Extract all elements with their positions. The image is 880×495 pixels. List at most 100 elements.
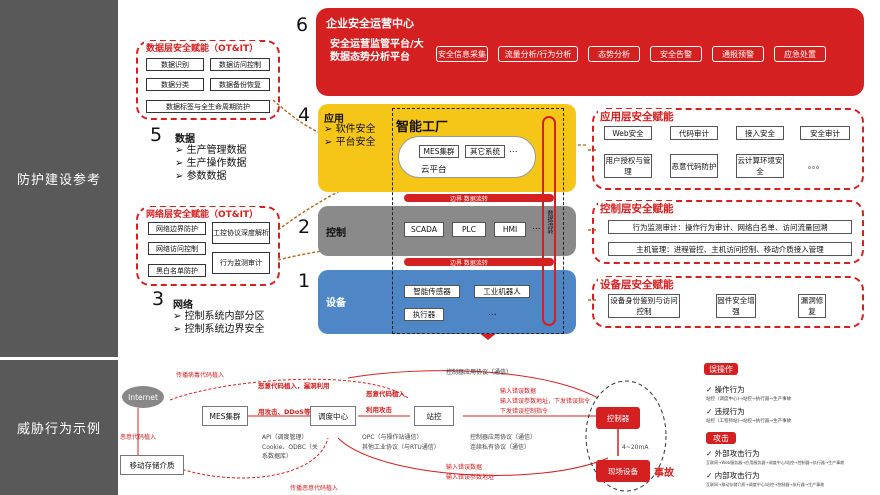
accident-label: 事故 (654, 468, 674, 479)
cloud-platform: MES集群 其它系统 ... 云平台 (398, 136, 536, 178)
legend-attack: 攻击 (706, 432, 736, 444)
app-sec-item: 恶意代码防护 (670, 154, 718, 178)
network-security-panel: 网络层安全赋能（OT&IT） 网络边界防护 工控协议深度解析 网络访问控制 行为… (136, 206, 280, 286)
station-label: 站控 (426, 411, 442, 421)
data-sec-item: 数据标签与全生命周期防护 (146, 100, 270, 113)
threat-note: 4~20mA (622, 444, 649, 451)
factory-title: 智能工厂 (396, 120, 449, 135)
cloud-item: MES集群 (419, 145, 459, 158)
ctrl-item: PLC (452, 222, 486, 237)
controller-label: 控制器 (606, 413, 630, 423)
ops-item: 安全告警 (650, 46, 702, 62)
data-bullet: ➢ 生产操作数据 (175, 158, 247, 169)
ops-item: 通报预警 (712, 46, 764, 62)
app-layer: 应用 ➢ 软件安全 ➢ 平台安全 智能工厂 MES集群 其它系统 ... 云平台 (318, 104, 576, 192)
cloud-ellipsis: ... (509, 145, 518, 155)
threat-label: 传播恶意代码植入 (290, 485, 339, 492)
dev-number: 1 (298, 270, 311, 292)
dev-item: 智能传感器 (404, 285, 460, 298)
sidebar-threat-label: 威胁行为示例 (16, 422, 101, 437)
ops-item: 态势分析 (588, 46, 640, 62)
mes-label: MES集群 (209, 411, 241, 421)
legend-op-desc: 站控（调度中心)→站控→执行器→生产事故 (706, 397, 792, 402)
dev-sec-item: 漏洞修复 (798, 294, 826, 318)
net-sec-item: 行为监测审计 (212, 252, 270, 274)
legend-ext-desc: 互联网→Web服务器→应用服务器→调度中心/站控→控制器→执行器→生产事故 (706, 460, 845, 465)
dev-sec-item: 固件安全增强 (716, 294, 756, 318)
threat-note: 其他工业协议（与RTU通信） (362, 444, 440, 451)
sidebar-threat: 威胁行为示例 (0, 360, 118, 495)
threat-flow-lines (137, 370, 667, 492)
ctrl-security-panel: 控制层安全赋能 行为监测审计：操作行为审计、网络白名单、访问流量回溯 主机管理：… (592, 200, 864, 264)
ctrl-sec-line: 行为监测审计：操作行为审计、网络白名单、访问流量回溯 (608, 220, 852, 234)
data-label: 数据 (175, 134, 195, 145)
threat-note: Cookie、ODBC（关系数据库） (262, 444, 318, 460)
ctrl-number: 2 (298, 216, 311, 238)
app-sec-ellipsis: 。。。 (808, 161, 824, 170)
legend-op-label: 操作行为 (714, 385, 745, 394)
ctrl-layer: 控制 SCADA PLC HMI ... (318, 206, 576, 256)
net-sec-item: 黑白名单防护 (148, 264, 206, 277)
threat-label: 输入错误参数地址，下发错误指令 (500, 398, 591, 405)
media-label: 移动存储介质 (129, 460, 175, 470)
legend-viol-label: 违规行为 (714, 407, 745, 416)
threat-note: 连续私有协议（通信） (470, 444, 531, 451)
mes-node: MES集群 (202, 406, 248, 426)
data-sec-item: 数据分类 (146, 78, 204, 91)
network-security-title: 网络层安全赋能（OT&IT） (144, 207, 261, 220)
internet-label: Internet (128, 392, 158, 402)
data-sec-item: 数据识别 (146, 58, 204, 71)
legend-int-label: 内部攻击行为 (714, 471, 760, 480)
ops-item: 安全信息采集 (436, 46, 488, 62)
threat-label: 控制器应用协议（通信） (446, 369, 513, 376)
dev-item: 执行器 (404, 308, 444, 321)
dev-security-panel: 设备层安全赋能 设备身份鉴别与访问控制 固件安全增强 漏洞修复 (592, 276, 864, 328)
sidebar-protection: 防护建设参考 (0, 0, 118, 357)
threat-label: 传播病毒代码植入 (176, 372, 225, 379)
legend-op: ✓ 操作行为 (706, 385, 745, 394)
vertical-flow-ellipse (542, 116, 556, 326)
network-bullet: ➢ 控制系统内部分区 (173, 311, 265, 322)
app-security-panel: 应用层安全赋能 Web安全 代码审计 接入安全 安全审计 用户授权与管理 恶意代… (592, 108, 864, 190)
threat-label: 用攻击、DDoS等 (258, 408, 311, 416)
field-label: 现场设备 (608, 466, 638, 476)
dev-security-title: 设备层安全赋能 (598, 277, 676, 292)
data-bullet: ➢ 生产管理数据 (175, 145, 247, 156)
threat-label: 恶意代码植入，漏洞利用 (258, 382, 330, 390)
vertical-flow-label: 数据流转 (546, 210, 553, 234)
data-sec-item: 数据备份恢复 (210, 78, 270, 91)
app-sec-item: 用户授权与管理 (604, 154, 652, 178)
data-sec-item: 数据访问控制 (210, 58, 270, 71)
dev-ellipsis: ... (488, 308, 497, 318)
threat-label: 输入错误参数地址 (446, 474, 495, 481)
cloud-item: 其它系统 (465, 145, 505, 158)
legend-int-desc: 互联网→移动存储介质→调度中心/站控→控制器→执行器→生产事故 (706, 482, 825, 487)
dev-label: 设备 (326, 298, 346, 309)
ctrl-sec-line: 主机管理：进程管控、主机访问控制、移动介质接入管理 (608, 242, 852, 256)
field-node: 现场设备 (596, 460, 650, 482)
net-sec-item: 工控协议深度解析 (212, 222, 270, 244)
sidebar-protection-label: 防护建设参考 (16, 173, 101, 188)
dev-item: 工业机器人 (474, 285, 530, 298)
net-sec-item: 网络边界防护 (148, 222, 206, 235)
cloud-label: 云平台 (421, 165, 447, 175)
ctrl-security-title: 控制层安全赋能 (598, 201, 676, 216)
media-node: 移动存储介质 (120, 455, 184, 475)
ctrl-label: 控制 (326, 228, 346, 239)
threat-label: 下发错误控制指令 (500, 408, 549, 415)
data-security-title: 数据层安全赋能（OT&IT） (144, 41, 261, 54)
ops-item: 流量分析/行为分析 (498, 46, 578, 62)
app-bullet: ➢ 平台安全 (324, 137, 376, 148)
internet-node: Internet (122, 386, 164, 408)
data-bullets: ➢ 生产管理数据 ➢ 生产操作数据 ➢ 参数数据 (175, 144, 247, 183)
network-bullet: ➢ 控制系统边界安全 (173, 324, 265, 335)
app-bullet: ➢ 软件安全 (324, 124, 376, 135)
station-node: 站控 (414, 406, 454, 426)
data-security-panel: 数据层安全赋能（OT&IT） 数据识别 数据访问控制 数据分类 数据备份恢复 数… (136, 40, 280, 120)
threat-note: OPC（与操作站通信） (362, 434, 423, 441)
boundary-label-2: 边界 数据流转 (450, 260, 488, 267)
ops-item: 应急处置 (774, 46, 826, 62)
legend-viol-desc: 站控（工程师站)→站控→执行器→生产事故 (706, 419, 792, 424)
ops-center-subtitle: 安全运营监管平台/大数据态势分析平台 (330, 39, 424, 63)
app-sec-item: 云计算环境安全 (736, 154, 784, 178)
